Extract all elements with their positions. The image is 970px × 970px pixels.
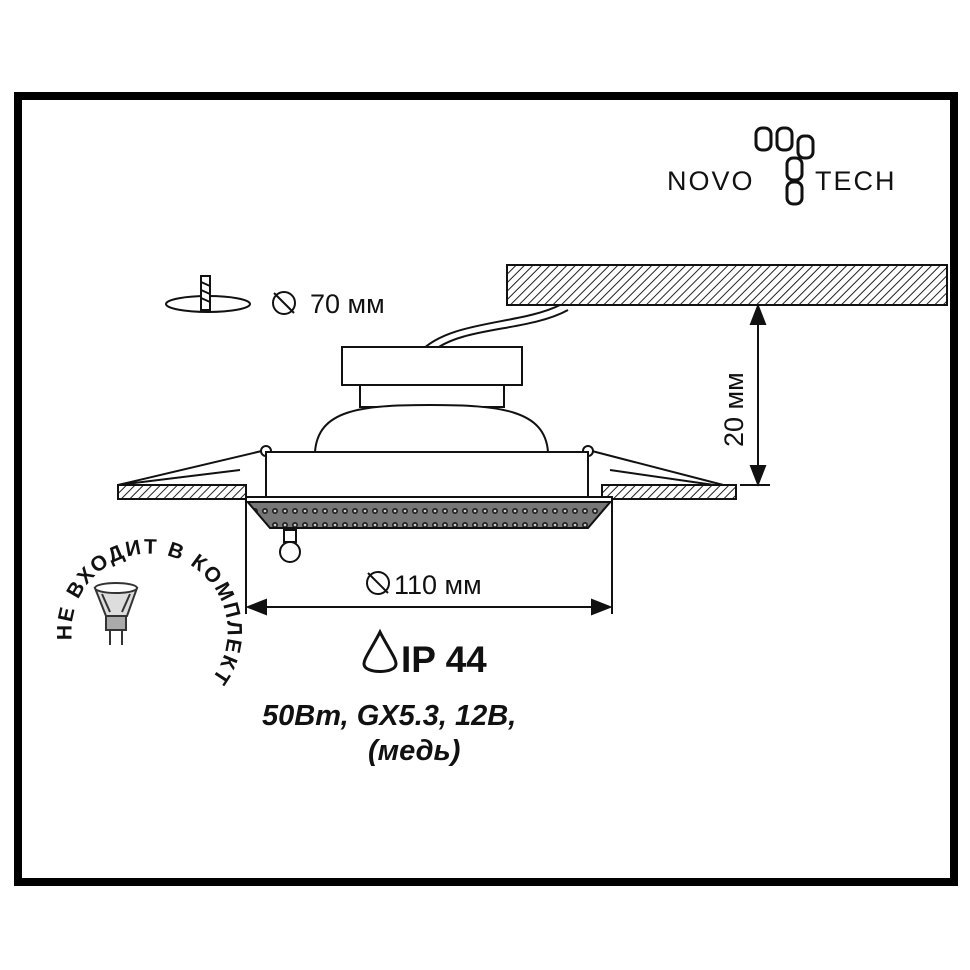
diameter-icon (366, 571, 390, 595)
diameter-icon (272, 291, 296, 315)
cutout-label: 70 мм (310, 289, 385, 319)
brand-name-left: NOVO (667, 166, 755, 196)
ceiling-panel-right (601, 484, 737, 500)
ceiling-slab (506, 264, 948, 306)
lamp-frame (243, 451, 615, 529)
specs-line-1: 50Вт, GX5.3, 12В, (262, 700, 516, 732)
lamp-housing (313, 346, 550, 453)
height-dimension (740, 303, 770, 487)
height-label: 20 мм (719, 372, 749, 447)
water-drop-icon (362, 628, 398, 673)
cutout-symbol-icon (165, 275, 251, 313)
width-label: 110 мм (394, 570, 482, 600)
ip-rating: IP 44 (401, 639, 487, 680)
mr16-bulb-icon (93, 582, 139, 645)
lamp-tip (279, 529, 301, 563)
brand-logo: NOVO TECH (667, 126, 897, 206)
width-dimension (245, 502, 613, 616)
ceiling-panel-left (117, 484, 247, 500)
brand-mark-icon (754, 126, 815, 206)
brand-name-right: TECH (815, 166, 897, 196)
power-cable (419, 304, 569, 353)
specs-line-2: (медь) (368, 735, 460, 767)
lamp-not-included-note: НЕ ВХОДИТ В КОМПЛЕКТ (54, 535, 246, 690)
